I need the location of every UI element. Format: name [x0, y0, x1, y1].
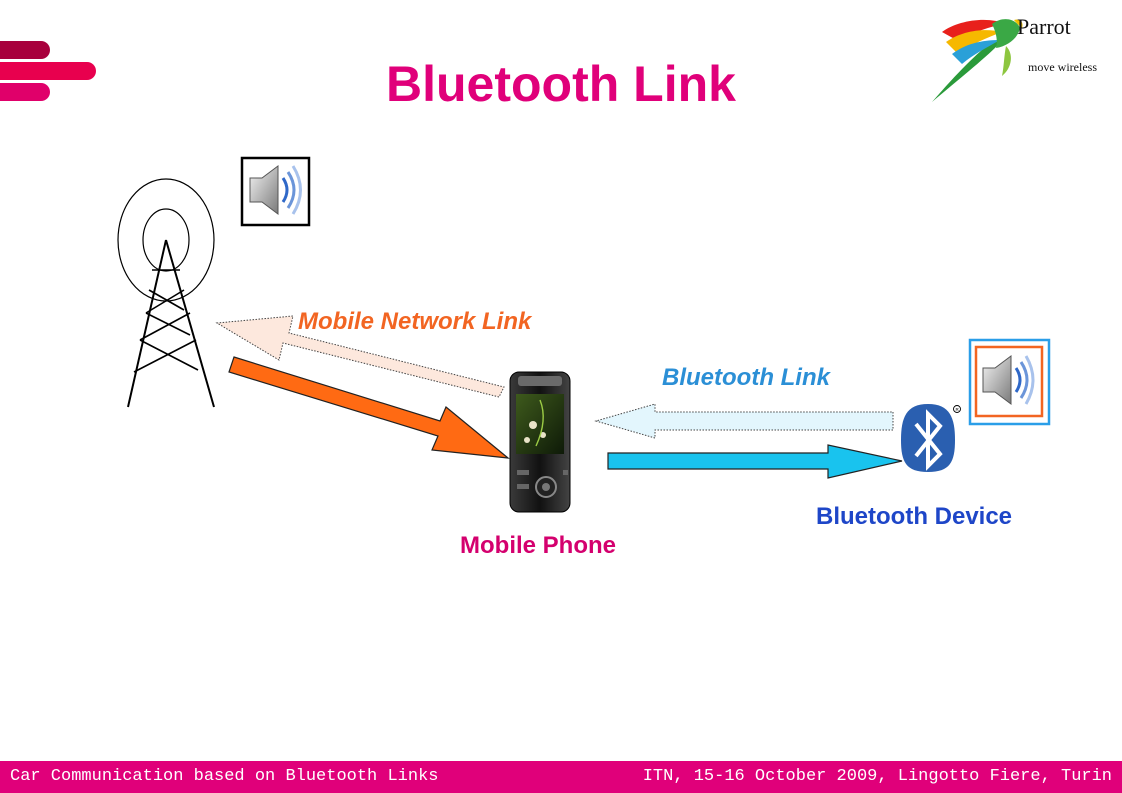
bluetooth-logo-icon: R: [901, 404, 961, 472]
network-arrow-downlink: [228, 356, 510, 459]
bluetooth-arrow-forward: [607, 444, 903, 479]
svg-text:R: R: [956, 407, 960, 412]
mobile-phone-icon: [509, 371, 571, 513]
cell-tower-icon: [117, 178, 215, 408]
bluetooth-link-label: Bluetooth Link: [662, 364, 830, 391]
parrot-bird-icon: [932, 19, 1023, 102]
decor-bar-bottom: [0, 83, 50, 101]
decor-bar-top: [0, 41, 50, 59]
decor-bar-middle: [0, 62, 96, 80]
bluetooth-device-label: Bluetooth Device: [816, 503, 1013, 530]
speaker-icon-tower: [240, 156, 311, 227]
parrot-logo: [932, 19, 1023, 102]
mobile-network-link-label: Mobile Network Link: [298, 308, 532, 335]
speaker-icon-device: [968, 338, 1051, 426]
footer-bar: Car Communication based on Bluetooth Lin…: [0, 761, 1122, 793]
footer-event-info: ITN, 15-16 October 2009, Lingotto Fiere,…: [642, 767, 1112, 786]
logo-tagline: move wireless: [1028, 60, 1097, 74]
bluetooth-arrow-return: [594, 403, 894, 439]
slide-title: Bluetooth Link: [386, 56, 736, 112]
footer-presentation-title: Car Communication based on Bluetooth Lin…: [10, 767, 439, 786]
network-arrow-uplink: [215, 315, 505, 398]
mobile-phone-label: Mobile Phone: [460, 532, 616, 559]
logo-name: Parrot: [1017, 14, 1071, 39]
